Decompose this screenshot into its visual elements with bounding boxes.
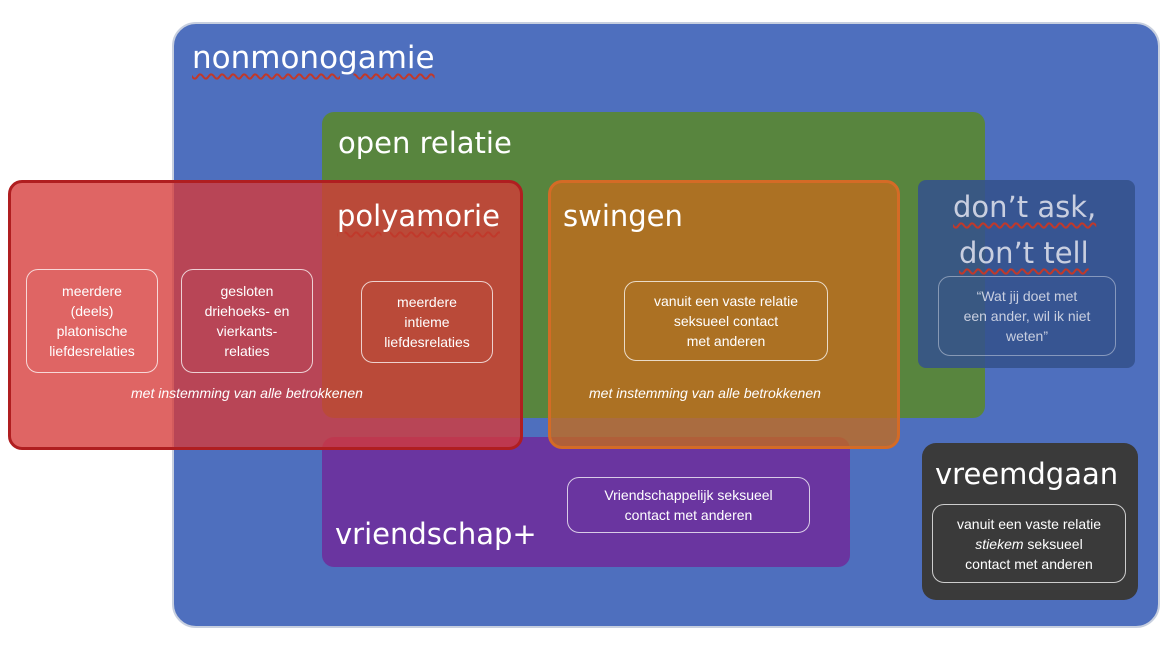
dont-ask-box: “Wat jij doet met een ander, wil ik niet…	[938, 276, 1116, 356]
vreemdgaan-box: vanuit een vaste relatie stiekem seksuee…	[932, 504, 1126, 583]
swingen-title: swingen	[563, 199, 683, 233]
nonmonogamie-title: nonmonogamie	[192, 40, 435, 76]
vreemdgaan-box-line3: contact met anderen	[965, 555, 1093, 572]
polyamorie-title: polyamorie	[337, 199, 500, 233]
vriendschap-region: vriendschap+ Vriendschappelijk seksueel …	[322, 437, 850, 567]
swingen-region: swingen vanuit een vaste relatie seksuee…	[548, 180, 900, 449]
swingen-note: met instemming van alle betrokkenen	[589, 385, 821, 401]
vreemdgaan-title: vreemdgaan	[935, 457, 1119, 491]
polyamorie-box2-line: gesloten	[220, 283, 274, 299]
swingen-box-line: seksueel contact	[673, 313, 779, 329]
polyamorie-box2-line: vierkants-	[216, 323, 278, 339]
polyamorie-box-gesloten: gesloten driehoeks- en vierkants- relati…	[181, 269, 313, 373]
polyamorie-region: polyamorie meerdere (deels) platonische …	[8, 180, 523, 450]
swingen-box: vanuit een vaste relatie seksueel contac…	[624, 281, 828, 361]
dont-ask-box-line: “Wat jij doet met	[976, 288, 1078, 304]
swingen-box-line: vanuit een vaste relatie	[654, 293, 798, 309]
vreemdgaan-box-line2-rest: seksueel	[1023, 535, 1083, 552]
dont-ask-box-line: weten”	[1005, 328, 1048, 344]
vreemdgaan-region: vreemdgaan vanuit een vaste relatie stie…	[922, 443, 1138, 600]
vreemdgaan-box-line1: vanuit een vaste relatie	[957, 515, 1101, 532]
polyamorie-box1-line: (deels)	[70, 303, 114, 319]
vriendschap-title: vriendschap+	[335, 517, 537, 551]
vriendschap-box-line: contact met anderen	[624, 507, 753, 523]
dont-ask-title-line1: don’t ask,	[953, 190, 1097, 224]
dont-ask-title-line2: don’t tell	[959, 236, 1089, 270]
polyamorie-box3-line: intieme	[404, 314, 450, 330]
dont-ask-region: don’t ask, don’t tell “Wat jij doet met …	[918, 180, 1135, 368]
polyamorie-box3-line: meerdere	[397, 294, 457, 310]
dont-ask-box-line: een ander, wil ik niet	[963, 308, 1091, 324]
polyamorie-box1-line: liefdesrelaties	[49, 343, 135, 359]
polyamorie-box3-line: liefdesrelaties	[384, 334, 470, 350]
polyamorie-box2-line: relaties	[224, 343, 270, 359]
polyamorie-box1-line: platonische	[56, 323, 128, 339]
polyamorie-box-intiem: meerdere intieme liefdesrelaties	[361, 281, 493, 363]
polyamorie-box-platonisch: meerdere (deels) platonische liefdesrela…	[26, 269, 158, 373]
swingen-box-line: met anderen	[686, 333, 766, 349]
polyamorie-box2-line: driehoeks- en	[204, 303, 290, 319]
vreemdgaan-box-stiekem: stiekem	[975, 535, 1024, 552]
polyamorie-note: met instemming van alle betrokkenen	[131, 385, 363, 401]
vriendschap-box: Vriendschappelijk seksueel contact met a…	[567, 477, 810, 533]
vreemdgaan-box-line2: stiekem seksueel	[957, 534, 1101, 554]
vriendschap-box-line: Vriendschappelijk seksueel	[604, 487, 773, 503]
open-relatie-title: open relatie	[338, 126, 512, 160]
polyamorie-box1-line: meerdere	[62, 283, 122, 299]
